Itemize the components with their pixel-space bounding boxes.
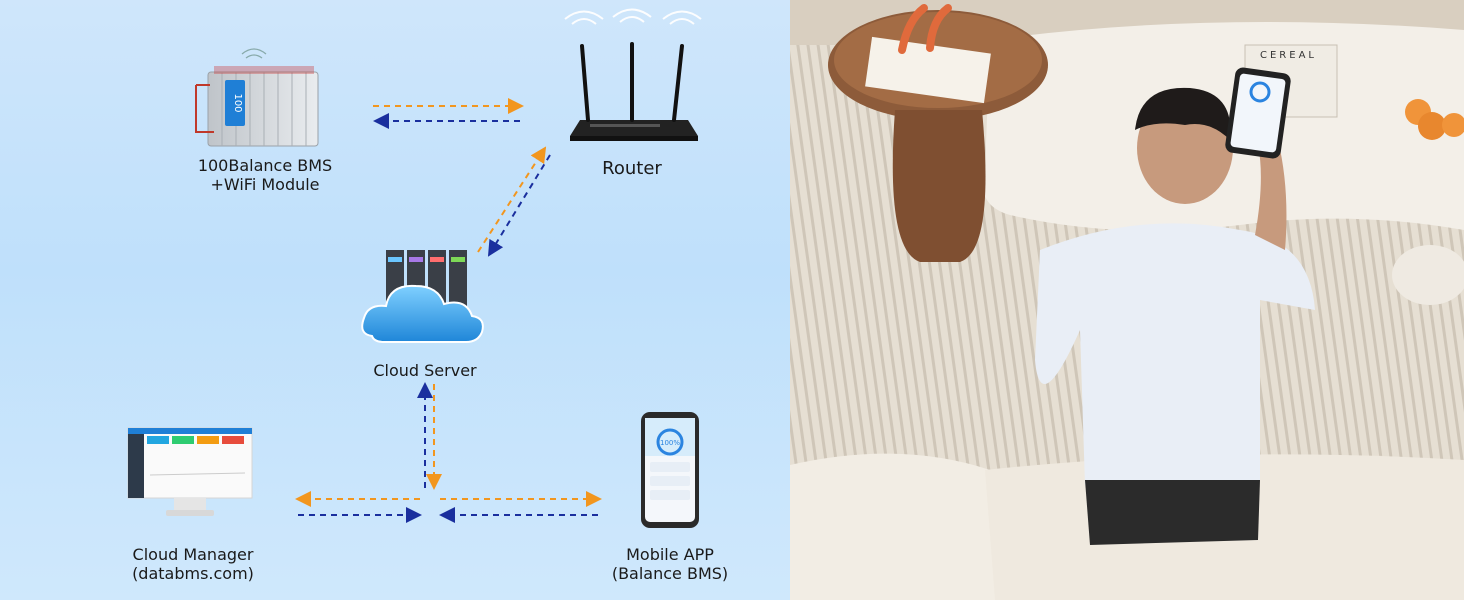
network-diagram: 100 [0, 0, 790, 600]
router-icon [564, 8, 702, 141]
bms-label: 100Balance BMS +WiFi Module [190, 156, 340, 194]
cloud-server-icon [361, 250, 484, 343]
bms-label-line1: 100Balance BMS [197, 156, 333, 175]
arrow-cloud-to-router [477, 146, 547, 253]
arrow-router-to-cloud [487, 154, 551, 257]
lifestyle-photo: CEREAL [790, 0, 1464, 600]
bms-label-line2: +WiFi Module [210, 175, 320, 194]
mobile-app-line1: Mobile APP [626, 545, 714, 564]
svg-text:CEREAL: CEREAL [1260, 50, 1317, 61]
svg-text:100: 100 [232, 93, 243, 112]
cloud-server-label: Cloud Server [373, 361, 477, 380]
diagram-canvas: 100 [127, 8, 702, 528]
svg-text:100%: 100% [660, 439, 680, 447]
person-using-phone-photo: CEREAL [790, 0, 1464, 600]
mobile-app-line2: (Balance BMS) [611, 564, 729, 583]
cloud-manager-label: Cloud Manager (databms.com) [118, 545, 268, 583]
cloud-manager-line1: Cloud Manager [132, 545, 254, 564]
mobile-app-label: Mobile APP (Balance BMS) [600, 545, 740, 583]
router-label: Router [602, 158, 662, 179]
monitor-icon [127, 427, 253, 516]
smartphone-icon: 100% [641, 412, 699, 528]
battery-bms-icon: 100 [195, 48, 319, 147]
cloud-manager-line2: (databms.com) [132, 564, 254, 583]
